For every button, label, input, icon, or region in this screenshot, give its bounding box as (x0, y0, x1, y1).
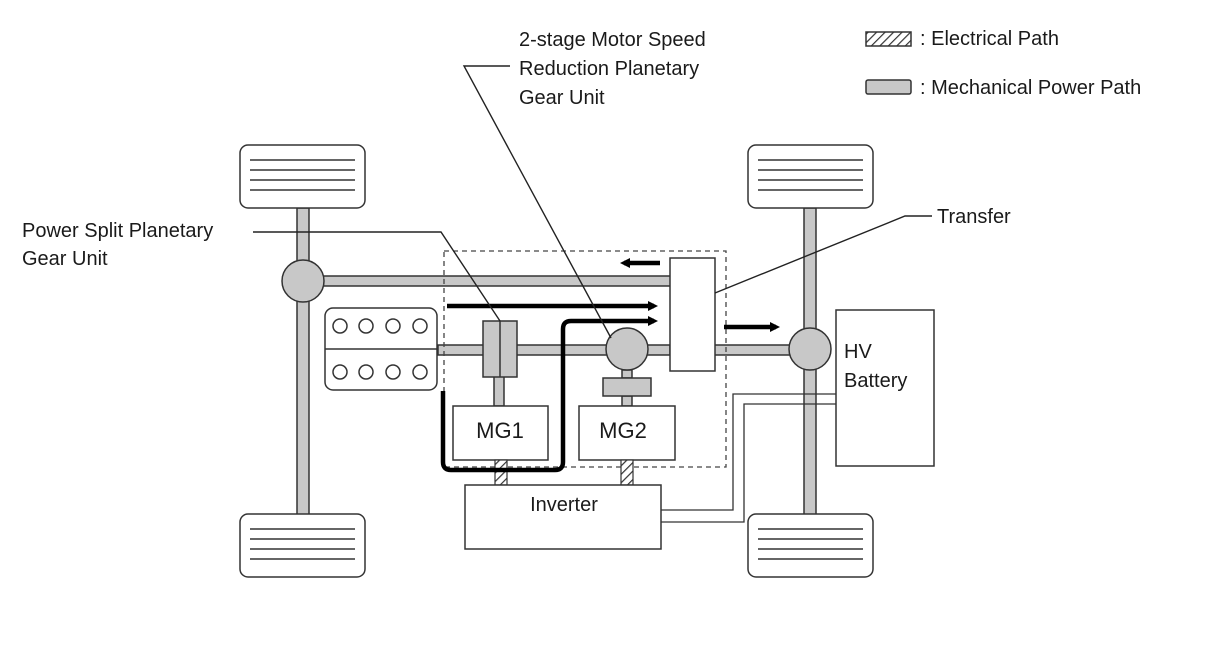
battery-label-line1: HV (844, 341, 872, 363)
mg2-lower-shaft (621, 395, 633, 407)
leader-reduction-gear (462, 65, 612, 339)
mg2-coupling (602, 377, 652, 397)
mg1-label: MG1 (476, 418, 524, 443)
wheel-rear-bottom (747, 513, 874, 578)
leader-power-split (253, 231, 501, 322)
mg2-label: MG2 (599, 418, 647, 443)
transaxle-enclosure (443, 250, 727, 468)
inverter-label: Inverter (530, 494, 598, 516)
leader-lines (253, 65, 932, 339)
mg1-shaft (493, 375, 505, 407)
legend-electrical-swatch (865, 31, 912, 47)
upper-drive-shaft (321, 275, 673, 287)
power-split-label-line2: Gear Unit (22, 248, 108, 270)
arrow-mg1-loop (440, 316, 658, 473)
hv-battery-box (835, 309, 935, 467)
front-axle-shaft (296, 207, 310, 517)
engine (324, 307, 438, 391)
mg2-electrical-link (620, 459, 634, 486)
reduction-gear-label-line3: Gear Unit (519, 87, 605, 109)
legend: : Electrical Path : Mechanical Power Pat… (865, 28, 1141, 99)
mg2-shaft (621, 369, 633, 379)
wheel-front-bottom (239, 513, 366, 578)
reduction-gear-label-line1: 2-stage Motor Speed (519, 29, 706, 51)
power-split-label-line1: Power Split Planetary (22, 220, 213, 242)
mg1-electrical-link (494, 459, 508, 486)
power-split-gear (482, 320, 518, 378)
reduction-gear-label-line2: Reduction Planetary (519, 58, 699, 80)
legend-mechanical-swatch (865, 79, 912, 95)
transfer-unit (669, 257, 716, 372)
mg1-box (452, 405, 549, 461)
power-flow-arrows (440, 258, 780, 473)
inverter-box (464, 484, 662, 550)
transfer-label: Transfer (937, 206, 1011, 228)
wheel-rear-top (747, 144, 874, 209)
legend-mechanical-label: : Mechanical Power Path (920, 77, 1141, 99)
legend-electrical-label: : Electrical Path (920, 28, 1059, 50)
wheel-front-top (239, 144, 366, 209)
front-differential (281, 259, 325, 303)
reduction-planetary-gear (605, 327, 649, 371)
rear-differential (788, 327, 832, 371)
leader-transfer (714, 215, 932, 294)
battery-label-line2: Battery (844, 370, 907, 392)
inverter-battery-cable (661, 393, 836, 523)
